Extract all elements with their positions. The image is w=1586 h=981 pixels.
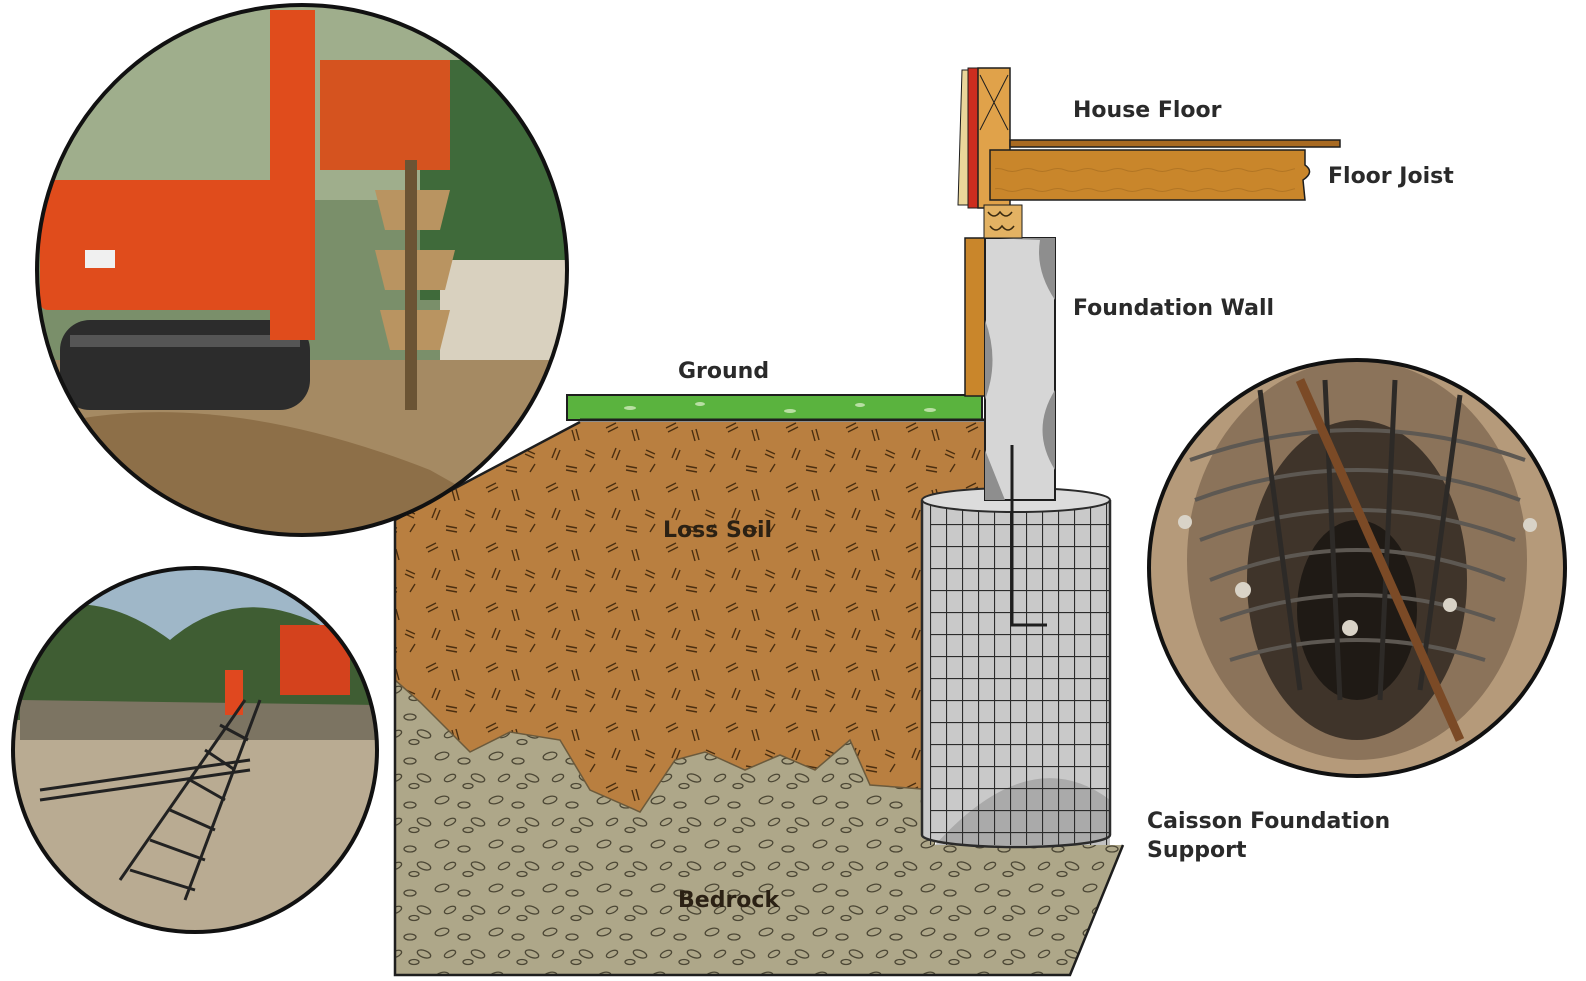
ground-label: Ground — [678, 359, 770, 384]
foundation-wall — [964, 237, 1056, 627]
caisson-foundation-label: Caisson Foundation Support — [1147, 808, 1390, 865]
rebar-cage-ground-photo — [11, 566, 379, 934]
caisson-hole-photo — [1147, 358, 1567, 778]
bedrock-label: Bedrock — [678, 888, 780, 913]
loss-soil-label: Loss Soil — [663, 518, 773, 543]
caisson-cage — [920, 487, 1112, 849]
foundation-wall-label: Foundation Wall — [1073, 296, 1275, 321]
house-framing — [957, 67, 1341, 239]
floor-joist-label: Floor Joist — [1328, 164, 1454, 189]
caisson-label-line1: Caisson Foundation — [1147, 809, 1391, 834]
caisson-label-line2: Support — [1147, 837, 1247, 863]
house-floor-label: House Floor — [1073, 98, 1222, 123]
ground-grass — [566, 394, 983, 421]
